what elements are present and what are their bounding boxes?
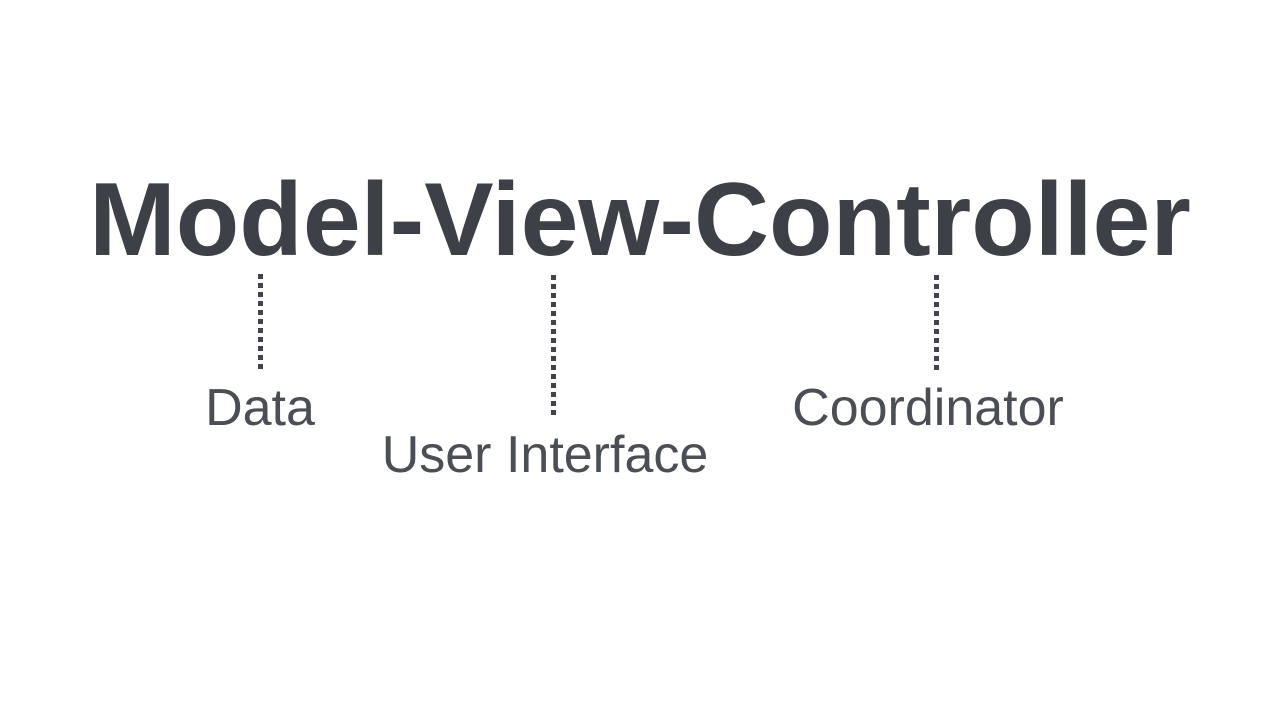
- model-annotation-label: Data: [205, 379, 315, 437]
- page-title: Model-View-Controller: [89, 162, 1191, 278]
- controller-dotted-connector-line: [934, 275, 939, 370]
- model-dotted-connector-line: [258, 274, 263, 369]
- view-annotation-label: User Interface: [381, 426, 709, 484]
- controller-annotation-label: Coordinator: [792, 379, 1064, 437]
- view-dotted-connector-line: [551, 275, 556, 418]
